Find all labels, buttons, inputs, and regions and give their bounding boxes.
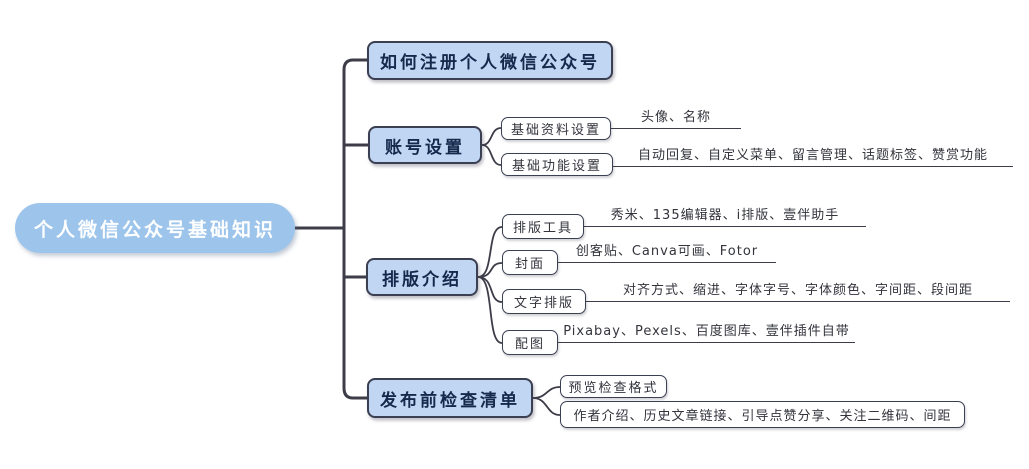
leaf-layout-tools-list[interactable]: 秀米、135编辑器、i排版、壹伴助手	[584, 205, 866, 227]
leaf-auto-reply-etc[interactable]: 自动回复、自定义菜单、留言管理、话题标签、赞赏功能	[613, 145, 1013, 167]
branch-node-layout-intro[interactable]: 排版介绍	[366, 258, 478, 296]
leaf-avatar-name[interactable]: 头像、名称	[611, 107, 741, 129]
child-node-basic-profile-settings[interactable]: 基础资料设置	[501, 117, 611, 140]
branch-node-register[interactable]: 如何注册个人微信公众号	[367, 41, 613, 80]
leaf-text-layout-list[interactable]: 对齐方式、缩进、字体字号、字体颜色、字间距、段间距	[586, 280, 1010, 302]
child-node-cover[interactable]: 封面	[502, 250, 558, 275]
child-node-basic-function-settings[interactable]: 基础功能设置	[501, 153, 613, 176]
child-node-layout-tools[interactable]: 排版工具	[502, 214, 584, 239]
child-node-preview-check-format[interactable]: 预览检查格式	[560, 375, 667, 398]
child-node-author-intro-etc[interactable]: 作者介绍、历史文章链接、引导点赞分享、关注二维码、间距	[560, 401, 965, 428]
branch-node-pre-publish-checklist[interactable]: 发布前检查清单	[367, 378, 533, 418]
leaf-image-sources-list[interactable]: Pixabay、Pexels、百度图库、壹伴插件自带	[558, 321, 855, 343]
root-node[interactable]: 个人微信公众号基础知识	[15, 203, 295, 253]
child-node-text-layout[interactable]: 文字排版	[502, 289, 586, 314]
leaf-cover-tools-list[interactable]: 创客贴、Canva可画、Fotor	[558, 241, 776, 263]
child-node-images[interactable]: 配图	[502, 330, 558, 355]
branch-node-account-settings[interactable]: 账号设置	[368, 126, 482, 164]
